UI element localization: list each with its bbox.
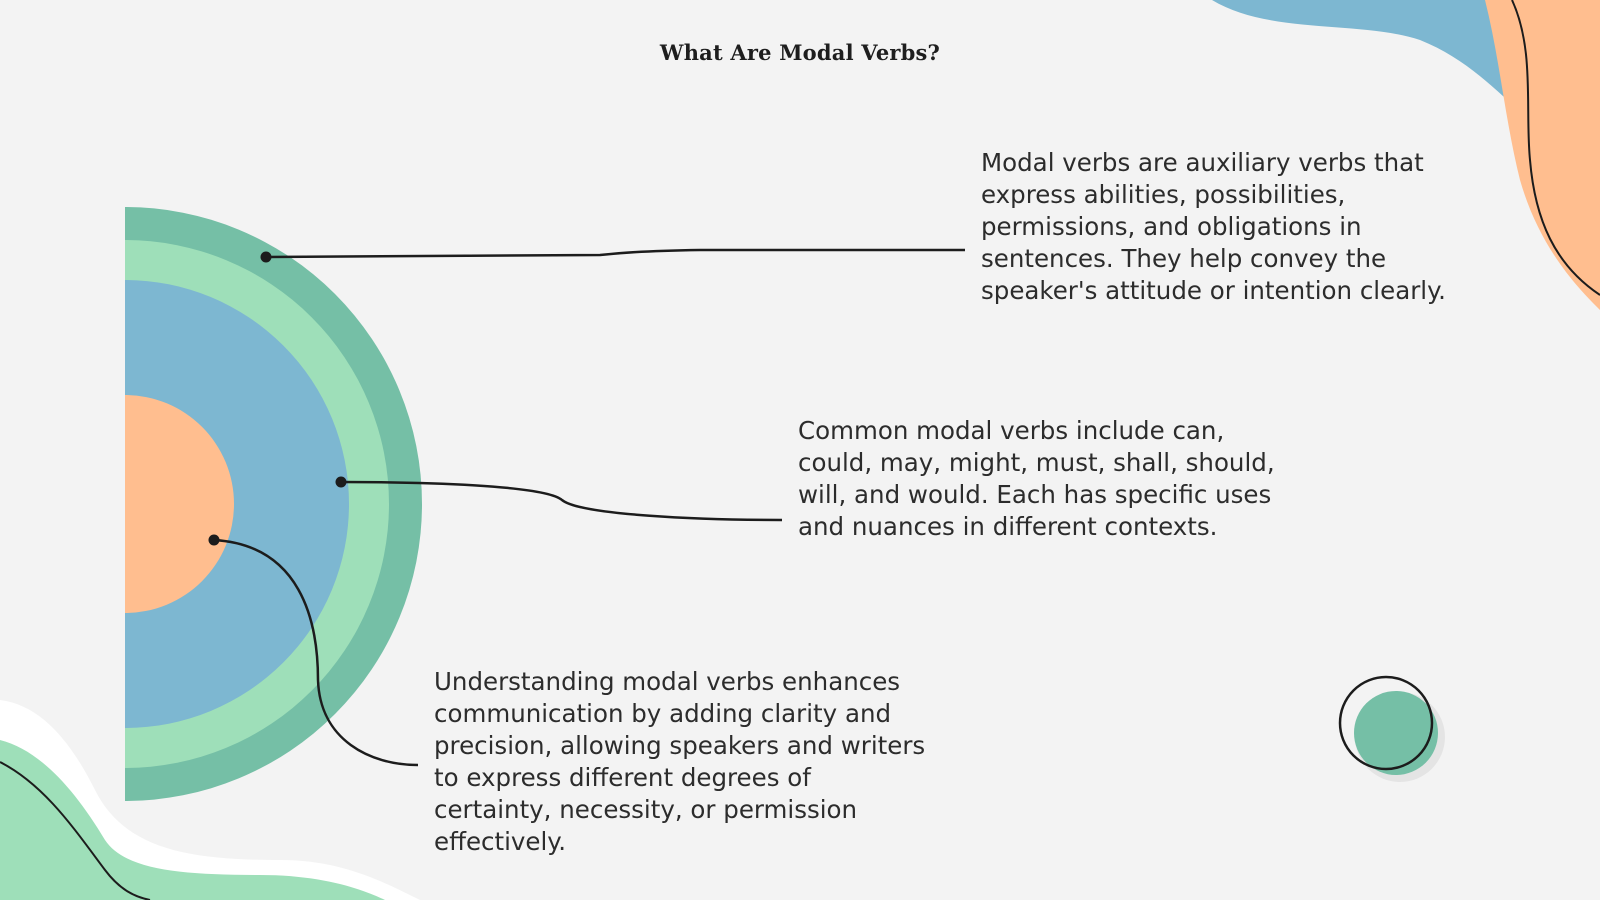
small-circle-outline xyxy=(1338,675,1434,771)
target-inner-ring xyxy=(125,280,349,728)
green-wave-outline xyxy=(0,761,151,900)
definition-text: Modal verbs are auxiliary verbs that exp… xyxy=(981,148,1446,305)
common-modals-text: Common modal verbs include can, could, m… xyxy=(798,416,1275,541)
connector-line-3 xyxy=(213,538,419,767)
connector-line-1 xyxy=(265,248,965,259)
green-wave-bottom-left xyxy=(0,740,385,900)
connector-line-2 xyxy=(340,480,783,522)
connector-dot-2 xyxy=(335,476,347,488)
importance-text: Understanding modal verbs enhances commu… xyxy=(434,667,926,856)
connector-dot-1 xyxy=(260,251,272,263)
connector-dot-3 xyxy=(208,534,220,546)
concentric-target xyxy=(125,207,422,801)
orange-blob-outline xyxy=(1511,0,1600,296)
target-core xyxy=(125,395,234,613)
orange-blob-top-right xyxy=(1485,0,1600,310)
slide-title: What Are Modal Verbs? xyxy=(659,40,941,65)
small-circle-fill xyxy=(1354,691,1438,775)
